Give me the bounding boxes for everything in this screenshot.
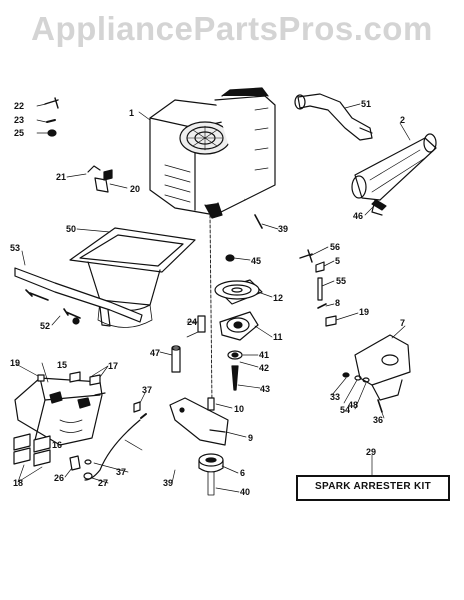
part-label: 7 [400,318,405,328]
idler-pulley-8 [198,453,224,496]
part-label: 1 [129,108,134,118]
spark-arrester-kit-label: SPARK ARRESTER KIT [315,481,431,492]
part-label: 55 [336,276,346,286]
spacer-24-47 [171,315,206,373]
part-label: 50 [66,224,76,234]
part-number-labels: 1 2 5 6 7 8 9 10 11 12 15 16 17 18 19 19… [10,99,405,497]
part-label: 25 [14,128,24,138]
part-label: 18 [13,478,23,488]
part-label: 53 [10,243,20,253]
carburetor-15-16 [14,377,106,446]
part-label: 21 [56,172,66,182]
part-label: 36 [373,415,383,425]
engine-part [149,87,276,219]
part-label: 22 [14,101,24,111]
part-19-left [37,374,45,382]
part-label: 51 [361,99,371,109]
part-label: 19 [10,358,20,368]
part-label: 26 [54,473,64,483]
spacer-10 [207,397,215,411]
part-label: 41 [259,350,269,360]
part-label: 5 [335,256,340,266]
part-label: 45 [251,256,261,266]
part-label: 33 [330,392,340,402]
exhaust-pipe-part [294,93,373,141]
basket-part [69,227,196,328]
part-label: 9 [248,433,253,443]
part-label: 12 [273,293,283,303]
part-label: 15 [57,360,67,370]
gaskets-17 [69,371,101,386]
part-label: 43 [260,384,270,394]
part-label: 10 [234,404,244,414]
right-small-parts [299,249,337,327]
part-label: 47 [150,348,160,358]
part-label: 39 [278,224,288,234]
part-label: 42 [259,363,269,373]
bolt-46 [371,199,387,211]
part-label: 2 [400,115,405,125]
small-parts-22-25 [44,97,59,137]
part-label: 29 [366,447,376,457]
part-label: 6 [240,468,245,478]
part-label: 37 [116,467,126,477]
part-label: 20 [130,184,140,194]
muffler-part [351,133,437,216]
part-label: 17 [108,361,118,371]
bolts-52 [25,289,81,325]
bracket-7 [342,334,411,413]
part-label: 39 [163,478,173,488]
spark-arrester-kit-box: SPARK ARRESTER KIT [296,475,450,501]
part-label: 11 [273,332,283,342]
part-label: 46 [353,211,363,221]
part-label: 52 [40,321,50,331]
part-label: 40 [240,487,250,497]
blocks-18 [13,433,51,467]
part-label: 19 [359,307,369,317]
leader-lines [15,103,411,493]
part-36-right [254,214,263,229]
fittings-26-27-37 [69,401,141,480]
part-label: 27 [98,478,108,488]
part-label: 23 [14,115,24,125]
part-label: 37 [142,385,152,395]
fuel-fitting-20-21 [87,165,113,193]
part-label: 8 [335,298,340,308]
idler-bracket-9 [169,397,229,446]
watermark: AppliancePartsPros.com [31,10,433,47]
part-label: 54 [340,405,350,415]
part-label: 16 [52,440,62,450]
part-label: 56 [330,242,340,252]
pulley-stack [209,214,263,406]
part-label: 48 [348,400,358,410]
part-label: 24 [187,317,197,327]
bracket-53 [14,267,143,327]
